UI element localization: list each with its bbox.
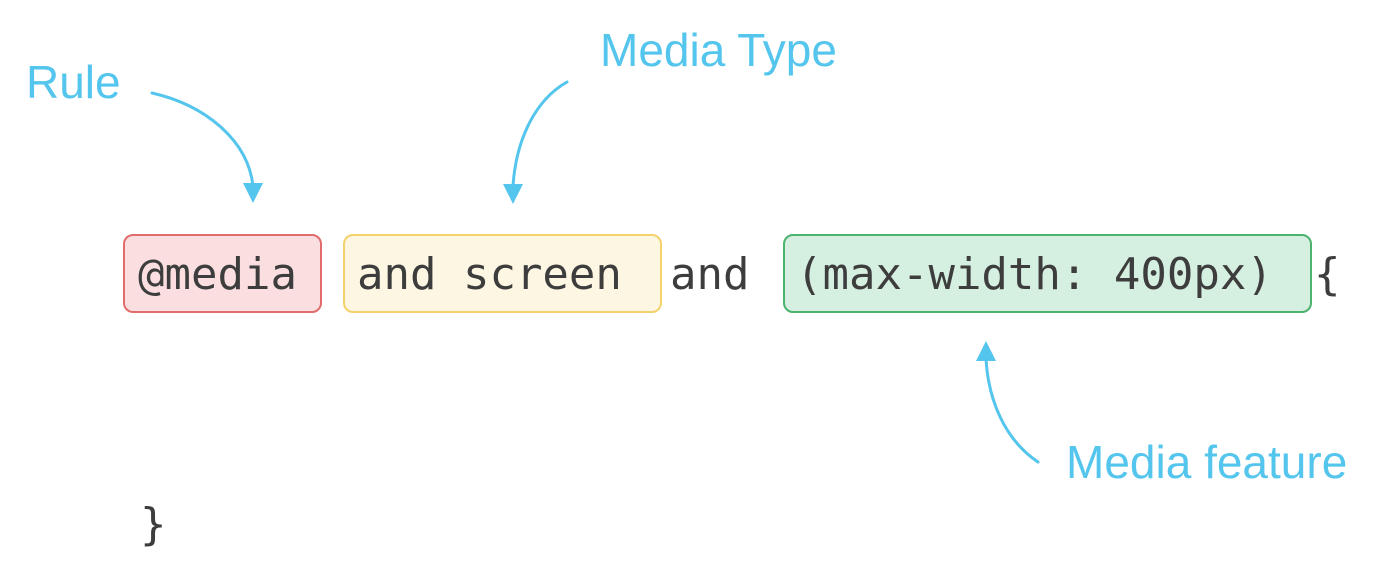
media-type-arrow-shaft	[511, 80, 569, 188]
code-rule-keyword: @media	[138, 249, 297, 300]
code-media-type: and screen	[357, 249, 622, 300]
code-connector: and	[670, 249, 750, 300]
media-type-arrowhead	[503, 184, 523, 204]
code-open-brace: {	[1314, 249, 1341, 300]
media-feature-label: Media feature	[1066, 436, 1348, 488]
rule-label: Rule	[26, 56, 121, 108]
rule-arrow-shaft	[150, 91, 255, 188]
media-feature-box	[783, 234, 1312, 313]
rule-arrowhead	[243, 183, 263, 203]
media-feature-arrowhead	[976, 341, 996, 361]
code-media-feature: (max-width: 400px)	[796, 249, 1273, 300]
media-type-label: Media Type	[600, 24, 837, 76]
media-type-box	[343, 234, 662, 313]
media-feature-arrow-shaft	[984, 356, 1040, 464]
rule-box	[123, 234, 322, 313]
code-close-brace: }	[140, 499, 167, 550]
